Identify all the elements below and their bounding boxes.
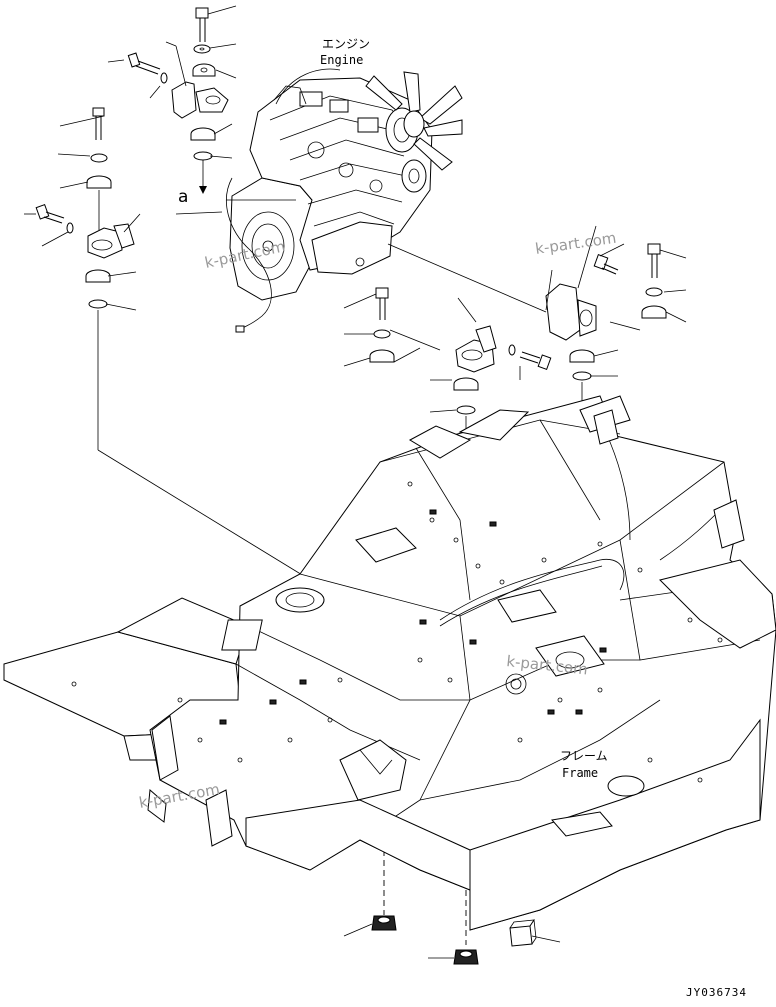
view-arrow-label: a xyxy=(178,187,188,207)
rubber-mount-icon xyxy=(369,349,395,363)
engine-label-en: Engine xyxy=(320,53,363,67)
washer-icon xyxy=(66,222,74,234)
bolt-icon xyxy=(375,287,389,320)
engine-bracket-icon xyxy=(545,283,597,341)
bolt-icon xyxy=(35,204,65,224)
washer-icon xyxy=(373,329,391,339)
stopper-nut-icon xyxy=(509,918,537,947)
engine-label-jp: エンジン xyxy=(322,37,370,51)
frame-assembly-icon xyxy=(3,395,776,931)
washer-icon xyxy=(645,287,663,297)
washer-icon xyxy=(456,405,476,415)
rubber-mount-icon xyxy=(641,305,667,319)
washer-icon xyxy=(90,153,108,163)
rubber-mount-icon xyxy=(192,63,216,77)
stopper-nut-icon xyxy=(453,949,479,965)
stopper-nut-icon xyxy=(371,915,397,931)
washer-icon xyxy=(88,299,108,309)
bolt-icon xyxy=(519,351,552,370)
engine-bracket-icon xyxy=(171,81,229,119)
bolt-icon xyxy=(195,7,209,42)
frame-label-en: Frame xyxy=(562,766,598,780)
washer-icon xyxy=(160,72,168,84)
fan-icon xyxy=(365,71,463,171)
washer-icon xyxy=(572,371,592,381)
bolt-icon xyxy=(647,243,661,278)
washer-icon xyxy=(193,44,211,54)
washer-icon xyxy=(193,151,213,161)
rubber-mount-icon xyxy=(190,127,216,141)
rubber-mount-icon xyxy=(569,349,595,363)
bolt-icon xyxy=(127,52,161,75)
engine-assembly-icon xyxy=(226,68,463,333)
rubber-mount-icon xyxy=(85,269,111,283)
rubber-mount-icon xyxy=(86,175,112,189)
bolt-icon xyxy=(92,107,105,140)
frame-label-jp: フレーム xyxy=(560,749,608,763)
engine-bracket-icon xyxy=(455,325,497,373)
engine-bracket-icon xyxy=(87,223,135,259)
rubber-mount-icon xyxy=(453,377,479,391)
bolt-icon xyxy=(593,254,619,275)
drawing-number: JY036734 xyxy=(686,986,747,999)
washer-icon xyxy=(508,344,516,356)
